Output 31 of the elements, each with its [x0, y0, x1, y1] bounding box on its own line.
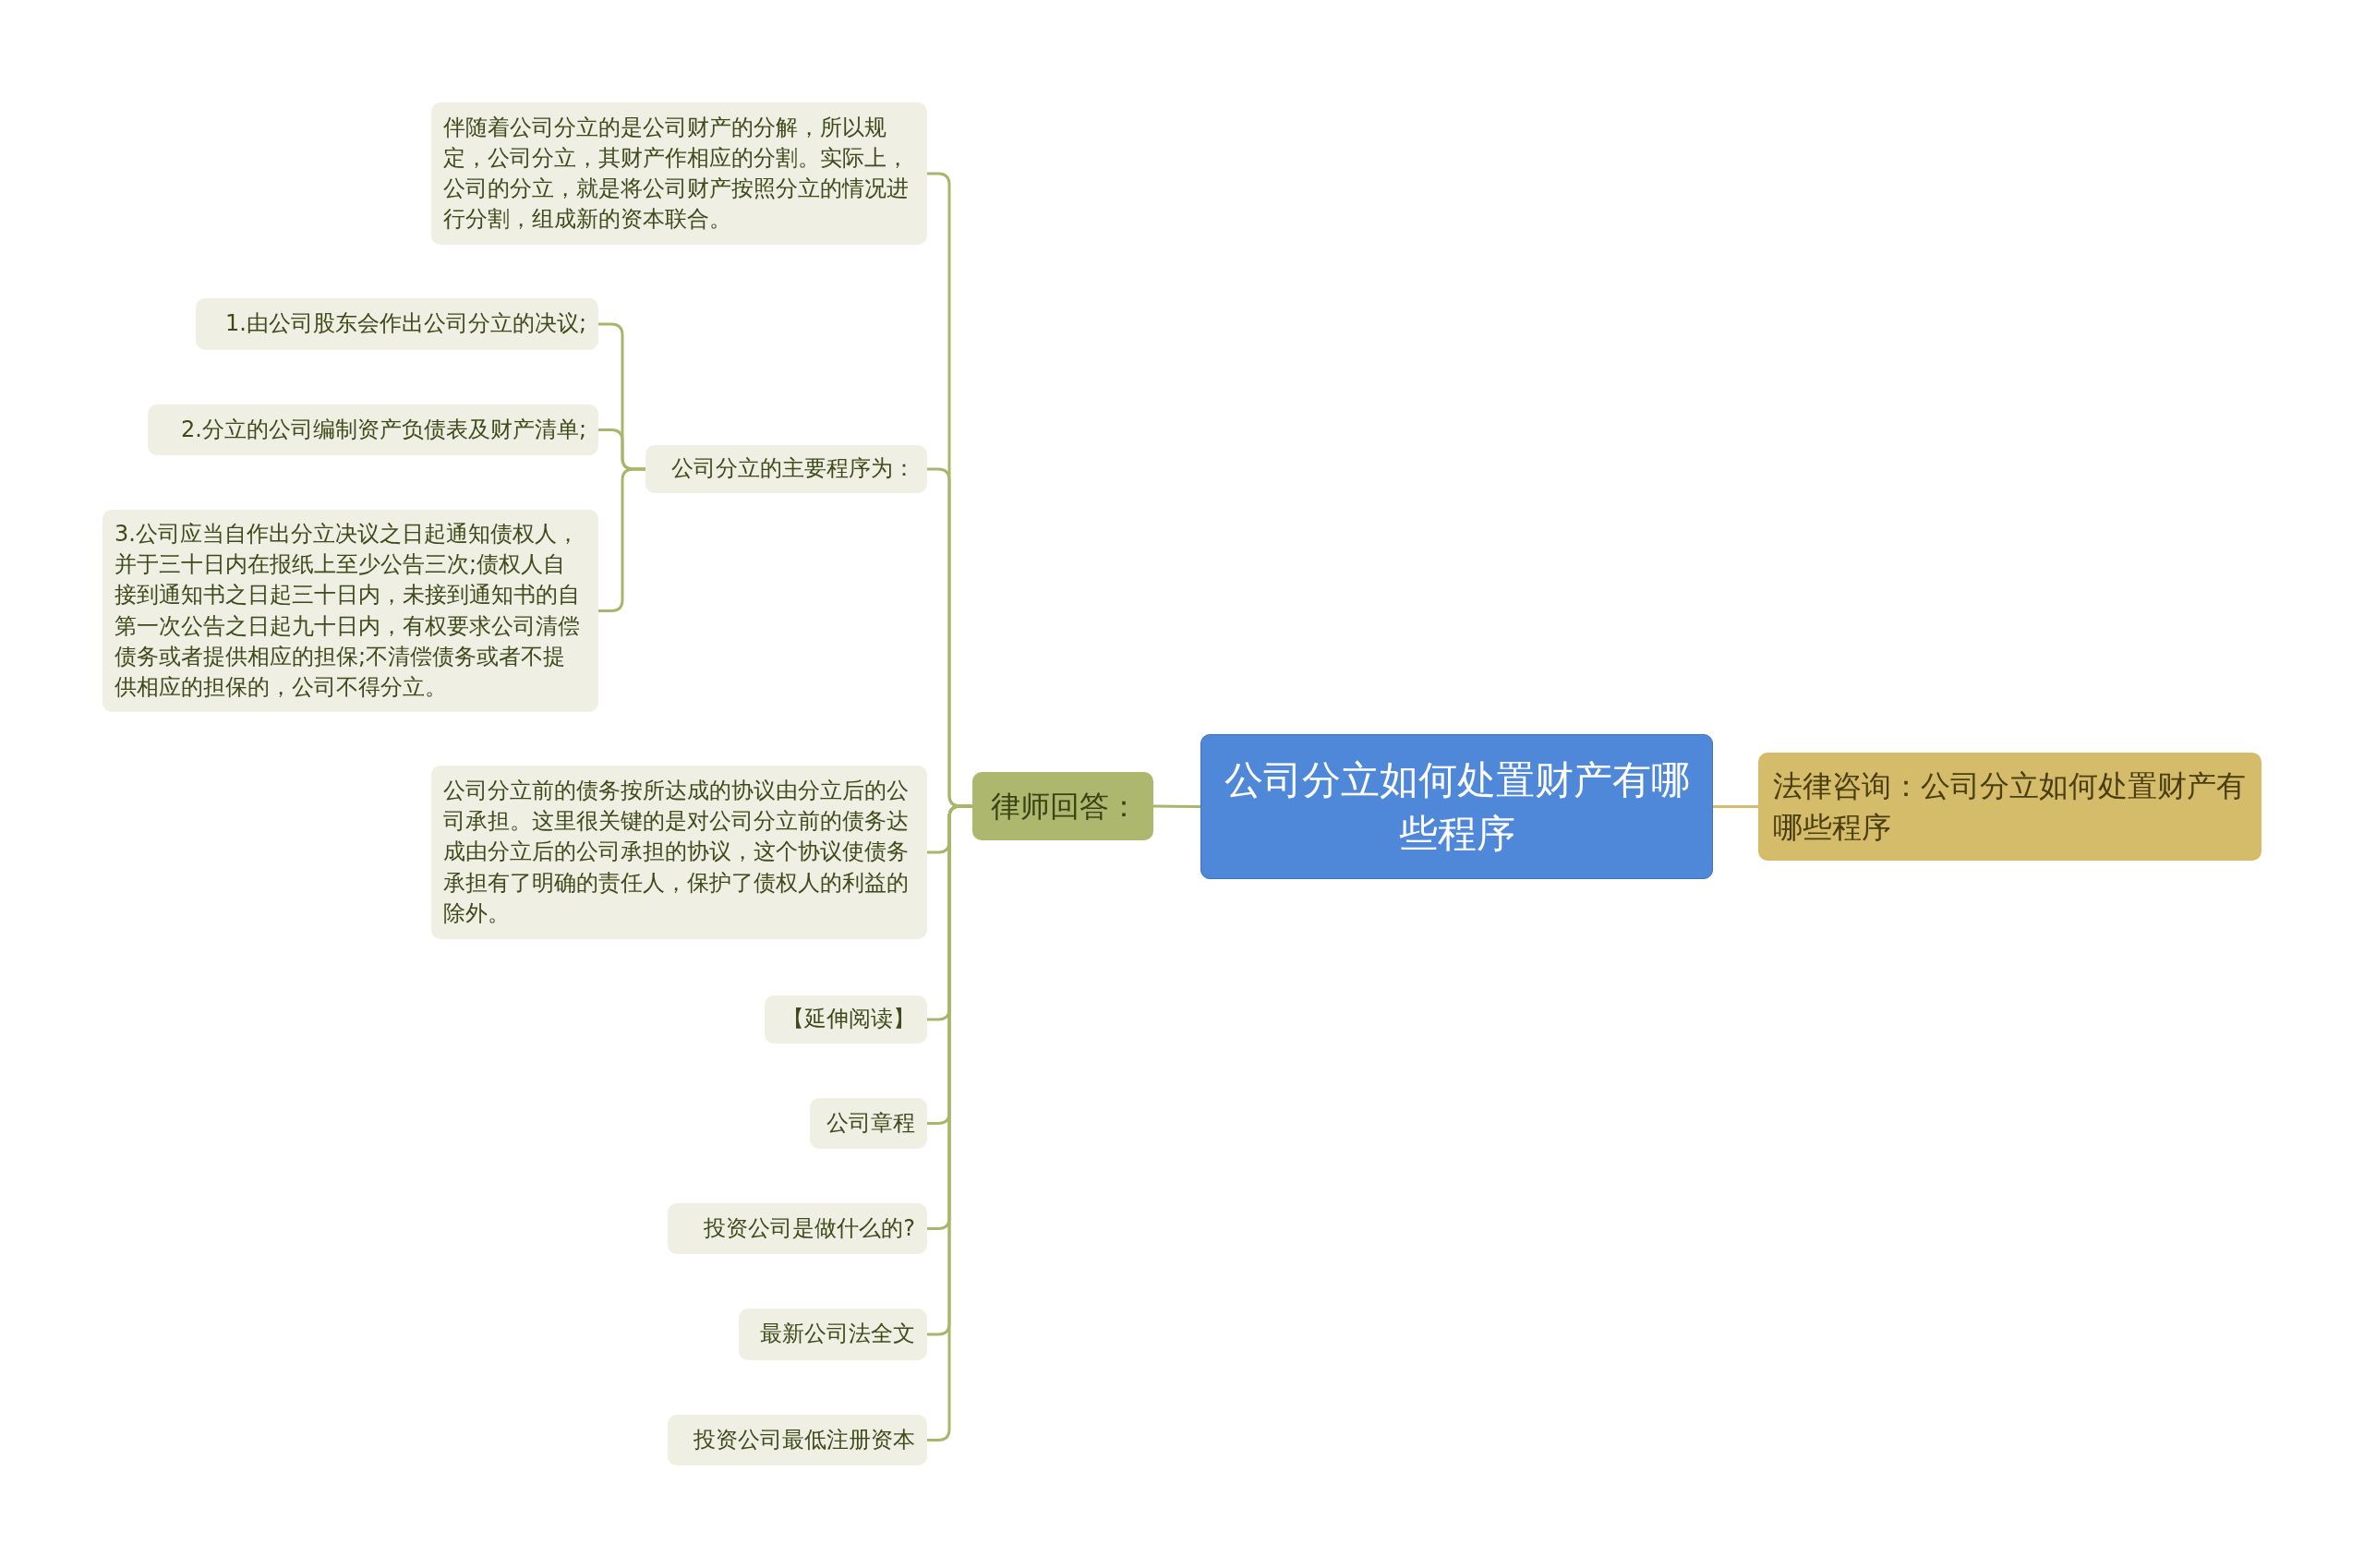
topic-box — [1200, 734, 1713, 879]
node-text: 3.公司应当自作出分立决议之日起通知债权人，并于三十日内在报纸上至少公告三次;债权人自接到通知书之日起三十日内，未接到通知书的自第一次公告之日起九十日内，有权要求公司清偿债务或者提供相应的担保;不清偿债务或者不提供相应的担保的，公司不得分立。 — [115, 520, 581, 702]
node-text: 2.分立的公司编制资产负债表及财产清单; — [181, 415, 586, 444]
leaf-box — [668, 1203, 927, 1254]
node-text: 投资公司是做什么的? — [704, 1213, 915, 1243]
connector-line — [1153, 804, 1200, 808]
topic-box — [1758, 753, 2261, 861]
leaf-box — [431, 103, 927, 245]
leaf-box — [103, 510, 598, 712]
node-text: 最新公司法全文 — [760, 1320, 915, 1349]
node-text: 伴随着公司分立的是公司财产的分解，所以规定，公司分立，其财产作相应的分割。实际上，公司的分立，就是将公司财产按照分立的情况进行分割，组成新的资本联合。 — [443, 113, 910, 235]
branch-box — [972, 772, 1153, 840]
leaf-box — [668, 1415, 927, 1465]
node-text: 【延伸阅读】 — [782, 1005, 915, 1034]
leaf-box — [645, 445, 927, 493]
leaf-box — [810, 1098, 927, 1149]
node-text: 投资公司最低注册资本 — [694, 1425, 915, 1454]
node-text: 律师回答： — [991, 787, 1139, 826]
node-text: 公司章程 — [826, 1108, 915, 1138]
connector-line — [1713, 805, 1758, 808]
node-text: 公司分立的主要程序为： — [671, 454, 915, 484]
node-text: 公司分立前的债务按所达成的协议由分立后的公司承担。这里很关键的是对公司分立前的债务达成由分立后的公司承担的协议，这个协议使债务承担有了明确的责任人，保护了债权人的利益的除外。 — [443, 777, 910, 928]
leaf-box — [148, 404, 598, 455]
leaf-box — [739, 1309, 927, 1360]
node-text: 公司分立如何处置财产有哪些程序 — [1224, 755, 1690, 858]
node-text: 法律咨询：公司分立如何处置财产有哪些程序 — [1773, 767, 2247, 847]
leaf-box — [431, 766, 927, 939]
connector-line — [598, 467, 645, 612]
leaf-box — [765, 995, 927, 1043]
node-text: 1.由公司股东会作出公司分立的决议; — [225, 309, 586, 339]
leaf-box — [196, 298, 598, 350]
